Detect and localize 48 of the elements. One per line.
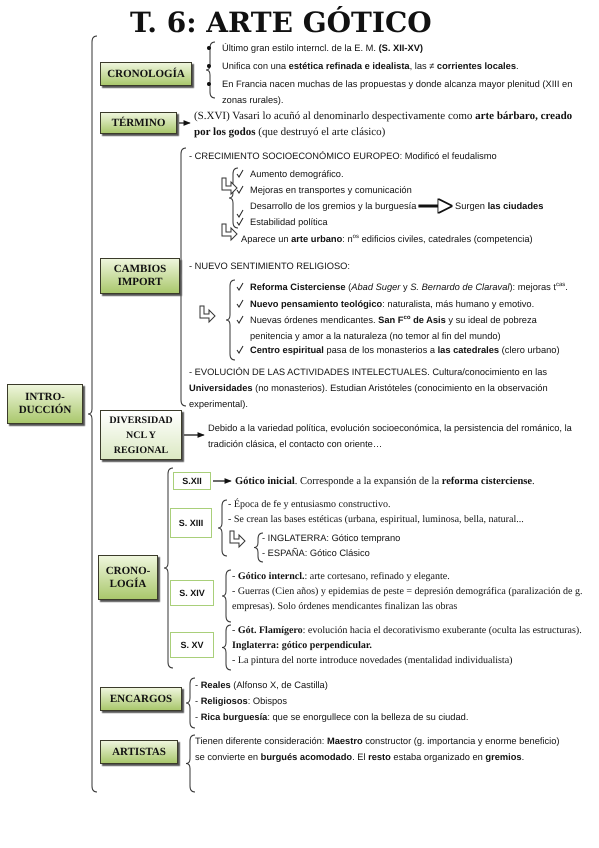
note-text: Gótico inicial. Corresponde a la expansión de la reforma cisterciense.	[235, 474, 535, 490]
century-box: S. XV	[170, 632, 214, 658]
century-box: S. XIII	[170, 508, 212, 538]
arrow	[184, 432, 205, 438]
note-text: En Francia nacen muchas de las propuestas y donde alcanza mayor plenitud (XIII en zonas rurales).	[222, 78, 574, 107]
arrow	[213, 478, 232, 484]
note-text: Desarrollo de los gremios y la burguesía	[250, 198, 416, 214]
note-text: - Reales (Alfonso X, de Castilla)	[195, 679, 329, 692]
note-text: - Gót. Flamígero: evolución hacia el decorativismo exuberante (oculta las estructuras). Inglaterra: gótico perpendicular.	[232, 624, 583, 653]
century-box: S. XIV	[170, 580, 214, 606]
note-text: - INGLATERRA: Gótico temprano	[262, 532, 402, 545]
note-text: - NUEVO SENTIMIENTO RELIGIOSO:	[189, 260, 351, 273]
note-text: - EVOLUCIÓN DE LAS ACTIVIDADES INTELECTUALES. Cultura/conocimiento en las Universidades (no monasterios). Estudian Aristóteles (conocimiento en la observación experimental).	[189, 366, 549, 411]
note-text: (S.XVI) Vasari lo acuñó al denominarlo despectivamente como arte bárbaro, creado por los godos (que destruyó el arte clásico)	[194, 108, 589, 140]
note-text: Estabilidad política	[250, 216, 329, 229]
note-text: Mejoras en transportes y comunicación	[250, 184, 413, 197]
note-text: Surgen las ciudades	[455, 198, 544, 214]
note-text: Tienen diferente consideración: Maestro constructor (g. importancia y enorme beneficio) se convierte en burgués acomodado. El resto estaba organizado en gremios.	[195, 735, 560, 764]
note-text: - Rica burguesía: que se enorgullece con la belleza de su ciudad.	[195, 711, 470, 724]
note-text: Centro espiritual pasa de los monasterios a las catedrales (clero urbano)	[250, 344, 561, 357]
title: T. 6: ARTE GÓTICO	[130, 6, 432, 39]
note-text: - Gótico interncl.: arte cortesano, refinado y elegante.	[232, 570, 451, 584]
topic-box: CRONO-LOGÍA	[98, 555, 158, 600]
note-text: - CRECIMIENTO SOCIOECONÓMICO EUROPEO: Modificó el feudalismo	[189, 150, 498, 163]
topic-box: ENCARGOS	[100, 687, 182, 711]
note-text: Debido a la variedad política, evolución socioeconómica, la persistencia del románico, la tradición clásica, el contacto con oriente…	[208, 420, 583, 452]
note-text: - Religiosos: Obispos	[195, 695, 288, 708]
note-text: Aparece un arte urbano: n$^{os}$ edificios civiles, catedrales (competencia)	[241, 232, 534, 246]
note-text: Nuevas órdenes mendicantes. San F$^{co}$ de Asis y su ideal de pobreza penitencia y amor a la naturaleza (no temor al fin del mundo)	[250, 314, 538, 343]
note-text: - La pintura del norte introduce novedades (mentalidad individualista)	[232, 654, 514, 668]
arrow	[179, 120, 191, 126]
note-text: Último gran estilo interncl. de la E. M. (S. XII-XV)	[222, 42, 424, 55]
topic-box: INTRO-DUCCIÓN	[7, 384, 83, 424]
note-text: Reforma Cisterciense (Abad Suger y S. Bernardo de Claraval): mejoras t$^{cas}$.	[250, 280, 569, 294]
note-text: - ESPAÑA: Gótico Clásico	[262, 546, 371, 560]
note-text: Nuevo pensamiento teológico: naturalista, más humano y emotivo.	[250, 298, 536, 311]
arrow	[418, 198, 454, 214]
topic-box: CAMBIOS IMPORT	[100, 258, 180, 294]
topic-box: TÉRMINO	[100, 112, 177, 134]
topic-box: ARTISTAS	[100, 740, 178, 764]
note-text: - Guerras (Cien años) y epidemias de peste = depresión demográfica (paralización de g. empresas). Solo órdenes mendicantes finalizan las obras	[232, 585, 584, 614]
note-text: - Época de fe y entusiasmo constructivo.	[228, 497, 392, 512]
note-text: - Se crean las bases estéticas (urbana, espiritual, luminosa, bella, natural...	[228, 513, 525, 527]
note-text: Unifica con una estética refinada e idealista, las ≠ corrientes locales.	[222, 60, 520, 73]
topic-box: DIVERSIDAD NCL Y REGIONAL	[100, 410, 182, 460]
note-text: Aumento demográfico.	[250, 168, 345, 181]
topic-box: CRONOLOGÍA	[100, 62, 192, 86]
century-box: S.XII	[173, 472, 211, 490]
